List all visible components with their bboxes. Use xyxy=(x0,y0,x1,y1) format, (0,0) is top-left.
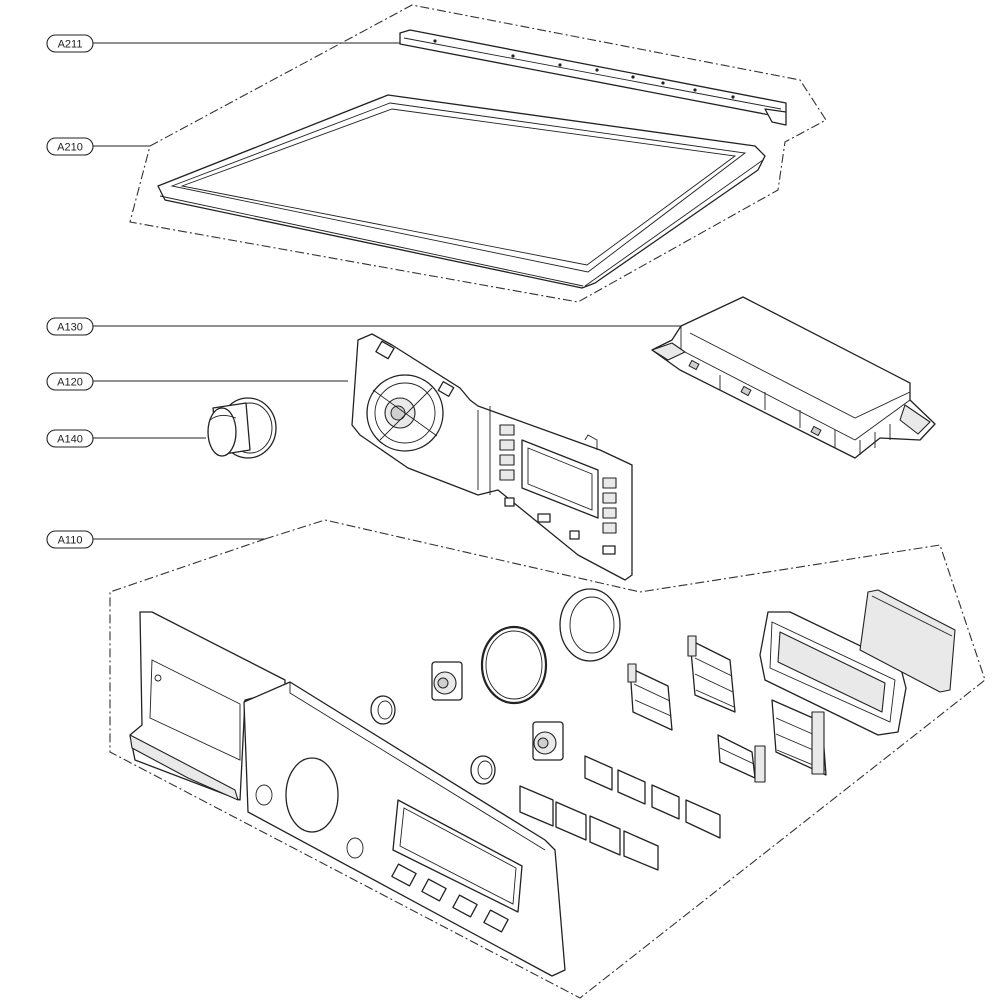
encoder-switch-upper xyxy=(431,661,463,701)
callout-a120-label: A120 xyxy=(57,377,83,389)
glass-top-cover xyxy=(157,94,766,289)
callout-a210-label: A210 xyxy=(57,142,83,154)
display-bezel xyxy=(759,611,907,736)
button-cluster-left xyxy=(627,663,673,731)
button-strip-lower xyxy=(519,785,659,871)
button-cluster-right xyxy=(771,699,827,776)
encoder-switch-lower xyxy=(532,721,564,761)
button-cluster-top xyxy=(687,635,736,713)
callout-a211-label: A211 xyxy=(58,39,83,51)
control-panel-fascia xyxy=(129,611,566,977)
callout-a140[interactable]: A140 xyxy=(46,429,206,448)
knob-ring-thin xyxy=(480,625,548,705)
top-cover-group-boundary xyxy=(129,4,827,303)
button-cluster-small xyxy=(717,734,766,783)
callout-a130[interactable]: A130 xyxy=(46,317,703,336)
display-pcb xyxy=(351,333,633,581)
lens-small-lower xyxy=(470,755,496,785)
callout-a210[interactable]: A210 xyxy=(46,137,150,156)
callout-a211[interactable]: A211 xyxy=(46,34,402,53)
callout-a130-label: A130 xyxy=(57,322,83,334)
callout-a110[interactable]: A110 xyxy=(46,530,265,549)
callout-a110-label: A110 xyxy=(58,535,83,547)
lens-small-upper xyxy=(370,695,396,725)
main-control-board xyxy=(651,296,936,459)
top-rear-bracket xyxy=(399,29,787,126)
control-panel-group-boundary xyxy=(109,519,986,999)
knob-ring-large xyxy=(559,588,621,662)
display-lens xyxy=(859,589,956,693)
selector-knob xyxy=(207,397,277,459)
callout-a140-label: A140 xyxy=(57,434,83,446)
button-strip-upper xyxy=(584,755,721,839)
callout-a120[interactable]: A120 xyxy=(46,372,348,391)
